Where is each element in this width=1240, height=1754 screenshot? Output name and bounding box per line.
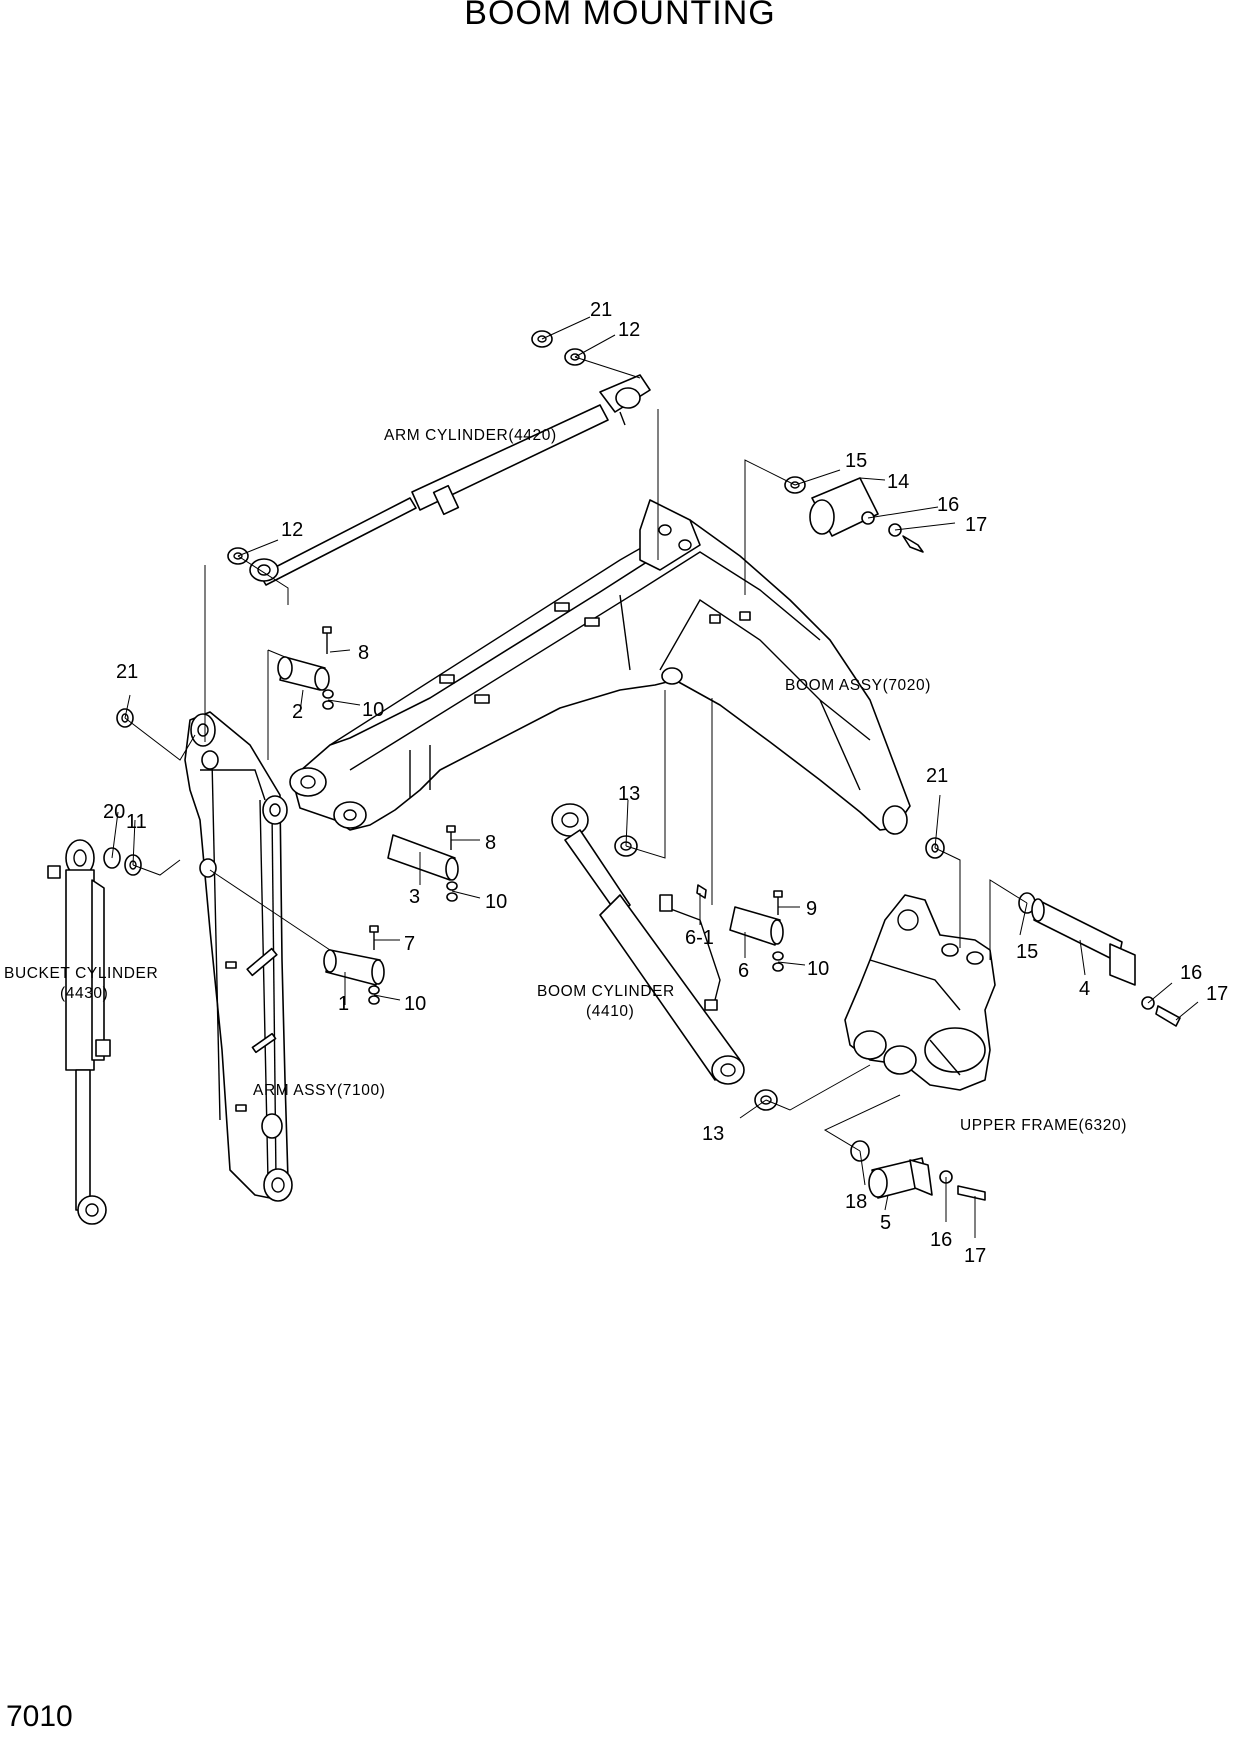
- arm-cylinder: [249, 374, 651, 586]
- callout-16: 16: [937, 494, 959, 516]
- callout-1: 1: [338, 993, 349, 1015]
- callout-13: 13: [702, 1123, 724, 1145]
- label-bucket-cylinder: BUCKET CYLINDER: [4, 965, 158, 982]
- callout-15: 15: [845, 450, 867, 472]
- callout-21: 21: [590, 299, 612, 321]
- callout-10: 10: [807, 958, 829, 980]
- callout-9: 9: [806, 898, 817, 920]
- callout-6-1: 6-1: [685, 927, 714, 949]
- label-boom-cylinder-code: (4410): [586, 1003, 634, 1020]
- arm-assembly: [184, 711, 293, 1202]
- callout-10: 10: [404, 993, 426, 1015]
- callout-21: 21: [116, 661, 138, 683]
- label-bucket-cylinder-code: (4430): [60, 985, 108, 1002]
- callout-11: 11: [126, 811, 147, 833]
- callout-5: 5: [880, 1212, 891, 1234]
- hardware: [103, 330, 1181, 1201]
- callout-17: 17: [1206, 983, 1228, 1005]
- boom-cylinder: [551, 803, 745, 1085]
- callout-6: 6: [738, 960, 749, 982]
- upper-frame: [844, 894, 996, 1091]
- callout-18: 18: [845, 1191, 867, 1213]
- callout-4: 4: [1079, 978, 1090, 1000]
- callout-7: 7: [404, 933, 415, 955]
- boom-assembly: [289, 499, 911, 835]
- callout-numbers: 21 12 12 15 14 16 17 8 2 10 21 20 11 13 …: [103, 299, 1228, 1267]
- callout-10: 10: [362, 699, 384, 721]
- callout-20: 20: [103, 801, 125, 823]
- leader-lines: [111, 316, 1199, 1238]
- callout-14: 14: [887, 471, 909, 493]
- label-boom-assy: BOOM ASSY(7020): [785, 677, 931, 694]
- page-number: 7010: [6, 1700, 73, 1733]
- callout-12: 12: [281, 519, 303, 541]
- callout-17: 17: [964, 1245, 986, 1267]
- callout-12: 12: [618, 319, 640, 341]
- callout-10: 10: [485, 891, 507, 913]
- callout-13: 13: [618, 783, 640, 805]
- callout-16: 16: [1180, 962, 1202, 984]
- callout-15: 15: [1016, 941, 1038, 963]
- bucket-cylinder: [47, 839, 111, 1225]
- label-boom-cylinder: BOOM CYLINDER: [537, 983, 675, 1000]
- label-arm-assy: ARM ASSY(7100): [253, 1082, 385, 1099]
- callout-8: 8: [485, 832, 496, 854]
- callout-8: 8: [358, 642, 369, 664]
- page-title: BOOM MOUNTING: [464, 0, 776, 32]
- assembly-labels: ARM CYLINDER(4420) BOOM ASSY(7020) BUCKE…: [4, 427, 1127, 1134]
- callout-21: 21: [926, 765, 948, 787]
- callout-2: 2: [292, 701, 303, 723]
- label-arm-cylinder: ARM CYLINDER(4420): [384, 427, 557, 444]
- callout-17: 17: [965, 514, 987, 536]
- callout-3: 3: [409, 886, 420, 908]
- label-upper-frame: UPPER FRAME(6320): [960, 1117, 1127, 1134]
- callout-16: 16: [930, 1229, 952, 1251]
